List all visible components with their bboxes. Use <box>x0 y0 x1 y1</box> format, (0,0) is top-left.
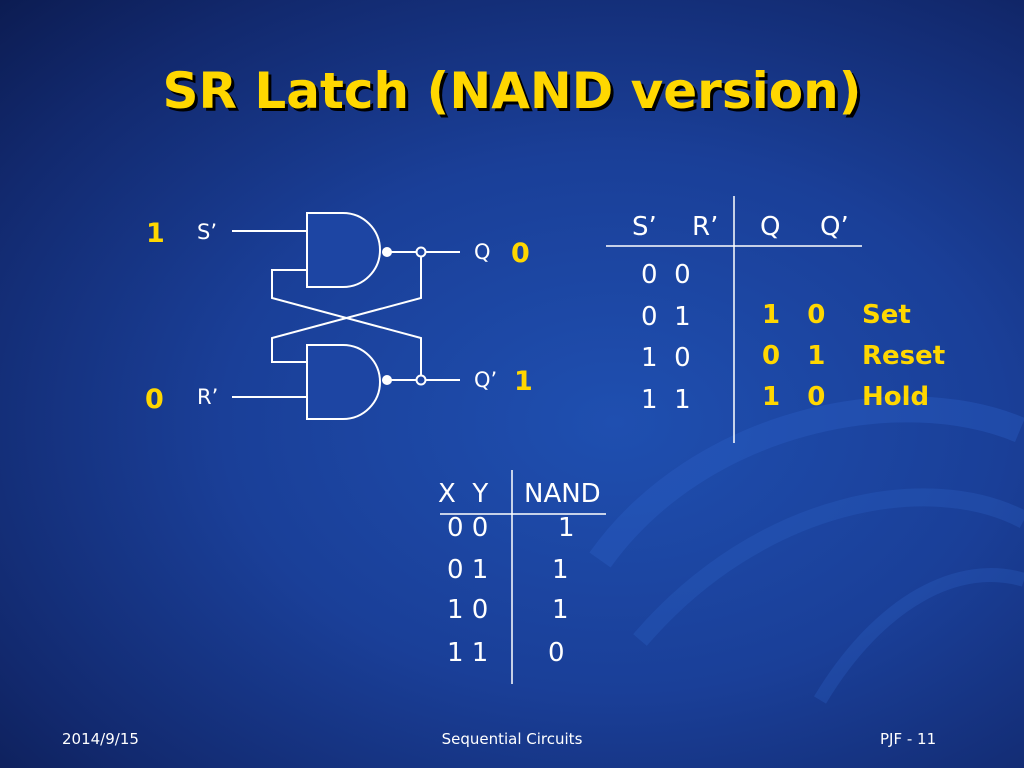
nand-row-out: 0 <box>548 638 565 668</box>
latch-header-s: S’ <box>632 212 657 242</box>
footer-date: 2014/9/15 <box>62 730 139 748</box>
nand-gate-bottom <box>306 344 381 420</box>
feedback-bottom-input <box>271 252 422 363</box>
r-input-label: R’ <box>197 385 219 409</box>
slide-title: SR Latch (NAND version) <box>162 62 862 120</box>
latch-header-q: Q <box>760 212 781 242</box>
latch-row-action: Reset <box>862 341 946 371</box>
qbar-output-value: 1 <box>514 366 533 397</box>
latch-row-action: Hold <box>862 382 930 412</box>
latch-row-outputs: 1 0 <box>762 300 826 330</box>
latch-header-qbar: Q’ <box>820 212 849 242</box>
nand-row-xy: 1 0 <box>447 595 489 625</box>
inverter-bubble-bottom <box>382 375 392 385</box>
latch-row-outputs: 1 0 <box>762 382 826 412</box>
footer-page-number: PJF - 11 <box>880 730 937 748</box>
latch-header-r: R’ <box>692 212 719 242</box>
latch-row-action: Set <box>862 300 911 330</box>
nand-gate-top <box>306 212 381 288</box>
junction-dot-qbar <box>415 374 427 386</box>
nand-row-xy: 0 1 <box>447 555 489 585</box>
inverter-bubble-top <box>382 247 392 257</box>
qbar-output-label: Q’ <box>474 368 498 392</box>
latch-row-inputs: 0 0 <box>641 260 691 290</box>
nand-row-xy: 1 1 <box>447 638 489 668</box>
s-input-value: 1 <box>146 218 165 249</box>
footer-topic: Sequential Circuits <box>441 730 583 748</box>
nand-header-xy: X Y <box>438 479 489 509</box>
r-input-value: 0 <box>145 384 164 415</box>
latch-row-outputs: 0 1 <box>762 341 826 371</box>
latch-row-inputs: 1 1 <box>641 385 691 415</box>
feedback-top-input <box>271 269 422 380</box>
junction-dot-q <box>415 246 427 258</box>
latch-row-inputs: 0 1 <box>641 302 691 332</box>
q-output-value: 0 <box>511 238 530 269</box>
s-input-label: S’ <box>197 220 218 244</box>
nand-row-out: 1 <box>558 513 575 543</box>
nand-row-xy: 0 0 <box>447 513 489 543</box>
latch-row-inputs: 1 0 <box>641 343 691 373</box>
nand-header-out: NAND <box>524 479 601 509</box>
nand-row-out: 1 <box>552 595 569 625</box>
nand-row-out: 1 <box>552 555 569 585</box>
q-output-label: Q <box>474 240 491 264</box>
